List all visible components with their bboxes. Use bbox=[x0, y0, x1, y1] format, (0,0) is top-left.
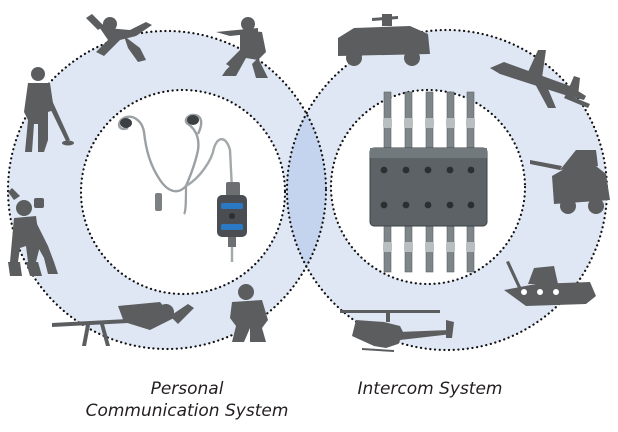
left-outer-border bbox=[6, 29, 328, 351]
cargo-plane-icon bbox=[490, 50, 590, 108]
personal-communication-caption: Personal Communication System bbox=[72, 378, 302, 422]
metal-detector-soldier-icon bbox=[24, 67, 74, 152]
skydiver-icon bbox=[86, 14, 152, 62]
armored-vehicle-icon bbox=[530, 150, 610, 214]
personal-caption-line-1: Personal bbox=[150, 379, 224, 399]
scuba-diver-icon bbox=[8, 188, 58, 276]
humvee-icon bbox=[338, 14, 430, 66]
kneeling-soldier-icon bbox=[230, 284, 268, 342]
personal-caption-line-2: Communication System bbox=[85, 401, 289, 421]
earpiece-headset-icon bbox=[117, 113, 247, 262]
patrol-boat-icon bbox=[504, 261, 596, 306]
intercom-junction-box-icon bbox=[369, 91, 488, 273]
intercom-caption: Intercom System bbox=[357, 379, 503, 399]
left-inner-circle bbox=[79, 88, 287, 296]
helicopter-icon bbox=[340, 310, 454, 352]
prone-sniper-icon bbox=[52, 302, 194, 346]
rifleman-kneeling-icon bbox=[216, 17, 268, 78]
